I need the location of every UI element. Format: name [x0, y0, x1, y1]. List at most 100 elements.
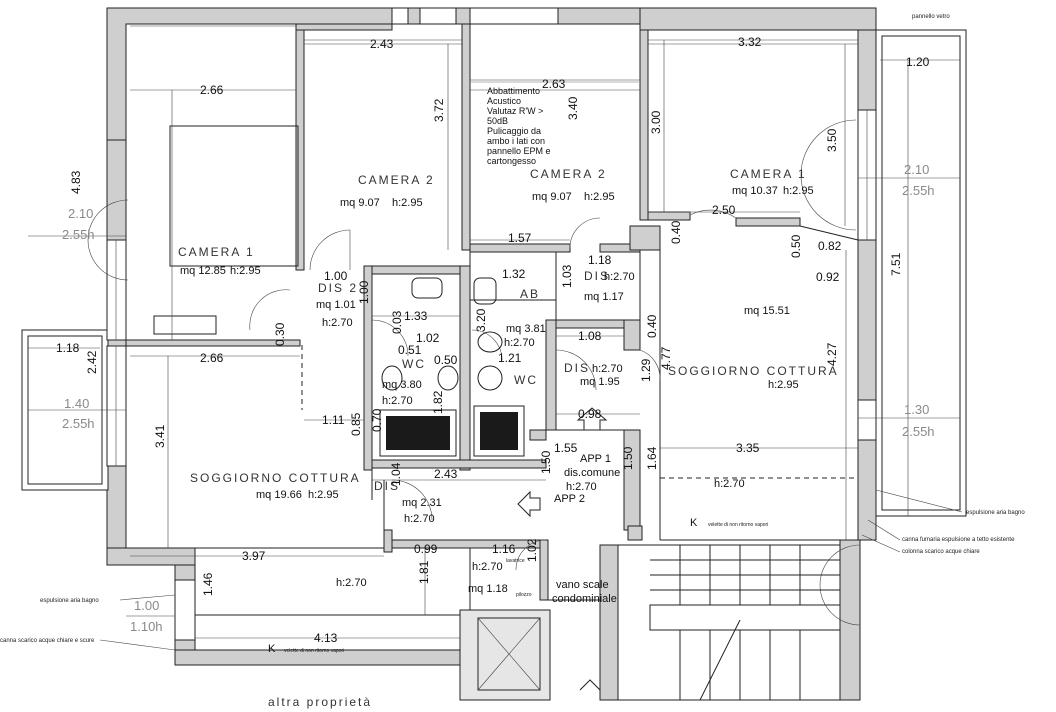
- window-width: 2.10: [904, 162, 929, 177]
- interior-walls: [125, 23, 801, 601]
- dimension: 2.63: [542, 77, 566, 91]
- door-window-right: [800, 119, 857, 231]
- shower-2-grid: [480, 412, 518, 450]
- wall-wc-top: [363, 265, 465, 275]
- wall-stair-left: [599, 544, 619, 701]
- room-area: mq 15.51: [744, 305, 790, 317]
- dimension: 0.50: [789, 234, 803, 258]
- wall-cam2-cam2: [461, 23, 471, 251]
- bidet-1: [477, 365, 503, 391]
- dimension: 1.03: [560, 264, 574, 288]
- shower-1: [379, 409, 457, 457]
- wall-bottom-left: [106, 547, 196, 566]
- corridor-height: h:2.70: [336, 577, 367, 589]
- pannello-vetro-note: pannello vetro: [912, 14, 950, 20]
- dimension: 3.50: [825, 128, 839, 152]
- leader-colonna: [861, 534, 901, 553]
- window-width: 1.40: [64, 396, 89, 411]
- dimension: 3.40: [566, 96, 580, 120]
- tech-note: Abbattimento Acustico Valutaz R'W > 50dB…: [487, 86, 551, 166]
- room-area: mq 1.95: [580, 376, 620, 388]
- dimension: 1.18: [56, 341, 80, 355]
- dimension: 0.03: [390, 310, 404, 334]
- room-height: h:2.70: [604, 271, 635, 283]
- window-top-2: [419, 7, 457, 25]
- dimension: 0.50: [434, 353, 458, 367]
- wall-stair-outer: [617, 544, 841, 701]
- window-left-2: [106, 345, 127, 467]
- sink-1: [477, 331, 503, 353]
- dis-comune-label: dis.comune: [564, 467, 620, 479]
- tech-note-line: 50dB: [487, 116, 508, 126]
- annotation: espulsione aria bagno: [966, 510, 1025, 516]
- wall-dis-comune-1: [529, 429, 547, 441]
- annotation: velette di non ritorno vapori: [284, 648, 344, 654]
- wall-lower-dis: [383, 539, 549, 549]
- annotation: espulsione aria bagno: [40, 598, 99, 604]
- wall-top-right: [639, 7, 877, 31]
- dimension: 1.50: [621, 446, 635, 470]
- wall-dis-pillar: [623, 319, 641, 351]
- room-label: WC: [514, 373, 538, 387]
- kitchen-height: h:2.70: [714, 478, 745, 490]
- window-bottom-left: [174, 579, 196, 641]
- arrow-app2-icon: [517, 490, 541, 518]
- annotation: lavatrice: [506, 558, 525, 564]
- annotations: espulsione aria bagno canna fumaria espu…: [0, 510, 1025, 654]
- dimension: 1.82: [431, 390, 445, 414]
- dimension: 0.40: [669, 220, 683, 244]
- dimension: 3.32: [738, 35, 762, 49]
- bed-cam1: [169, 125, 299, 267]
- storage-height: h:2.70: [472, 561, 503, 573]
- shower-1-grid: [386, 416, 450, 450]
- room-area: mq 12.85: [180, 265, 226, 277]
- dimension: 3.35: [736, 441, 760, 455]
- dimension: 1.11: [322, 413, 345, 427]
- door-dis-lower: [391, 479, 433, 521]
- shower-2: [473, 405, 525, 457]
- room-height: h:2.70: [382, 395, 413, 407]
- sink-2: [437, 365, 459, 391]
- leader-espulsione-l: [119, 594, 176, 601]
- room-label: DIS: [584, 269, 610, 283]
- kitchen-k-mark: K: [690, 517, 698, 529]
- vano-scale-label-2: condominiale: [552, 593, 617, 605]
- wall-lower-dis-r: [539, 539, 549, 601]
- dimension: 1.16: [492, 542, 516, 556]
- window-labels: 2.10 2.55h 1.40 2.55h 1.00 1.10h 2.10 2.…: [62, 162, 935, 634]
- dimension: 1.04: [389, 462, 403, 486]
- dimension: 4.83: [69, 170, 83, 194]
- tech-note-line: Abbattimento: [487, 86, 540, 96]
- tech-note-line: Acustico: [487, 96, 521, 106]
- wall-cam2-cam1: [639, 29, 649, 221]
- wall-lower-dis-l: [383, 529, 393, 553]
- room-area: mq 9.07: [340, 197, 380, 209]
- annotation: pilozzo: [516, 592, 532, 598]
- window-height: 2.55h: [62, 416, 95, 431]
- window-height: 2.55h: [902, 424, 935, 439]
- wall-stair-right: [839, 539, 861, 701]
- annotation: canna fumaria espulsione a tetto esisten…: [902, 537, 1015, 543]
- room-area: mq 3.80: [382, 379, 422, 391]
- wall-cam1-cam2: [295, 29, 305, 271]
- dimension: 7.51: [889, 252, 903, 276]
- kitchen-k-mark: K: [268, 643, 276, 655]
- tech-note-line: ambo i lati con: [487, 136, 545, 146]
- dimension: 2.43: [370, 37, 394, 51]
- dimension: 0.30: [273, 322, 287, 346]
- stair-landing: [649, 604, 841, 631]
- dimension: 2.42: [85, 350, 99, 374]
- dimension: 0.98: [578, 407, 602, 421]
- dimension: 2.50: [712, 203, 736, 217]
- dimension: 1.64: [645, 446, 659, 470]
- door-cam2r: [569, 217, 601, 249]
- dimension: 1.32: [502, 267, 526, 281]
- dimension: 1.08: [578, 329, 602, 343]
- wall-cam1-bottom-l: [647, 211, 691, 221]
- dimension: 0.70: [370, 408, 384, 432]
- desk-cam1: [153, 315, 217, 335]
- room-area: mq 1.01: [316, 299, 356, 311]
- dimension: 1.29: [639, 358, 653, 382]
- room-label: AB: [520, 287, 540, 301]
- dimension: 2.66: [200, 83, 224, 97]
